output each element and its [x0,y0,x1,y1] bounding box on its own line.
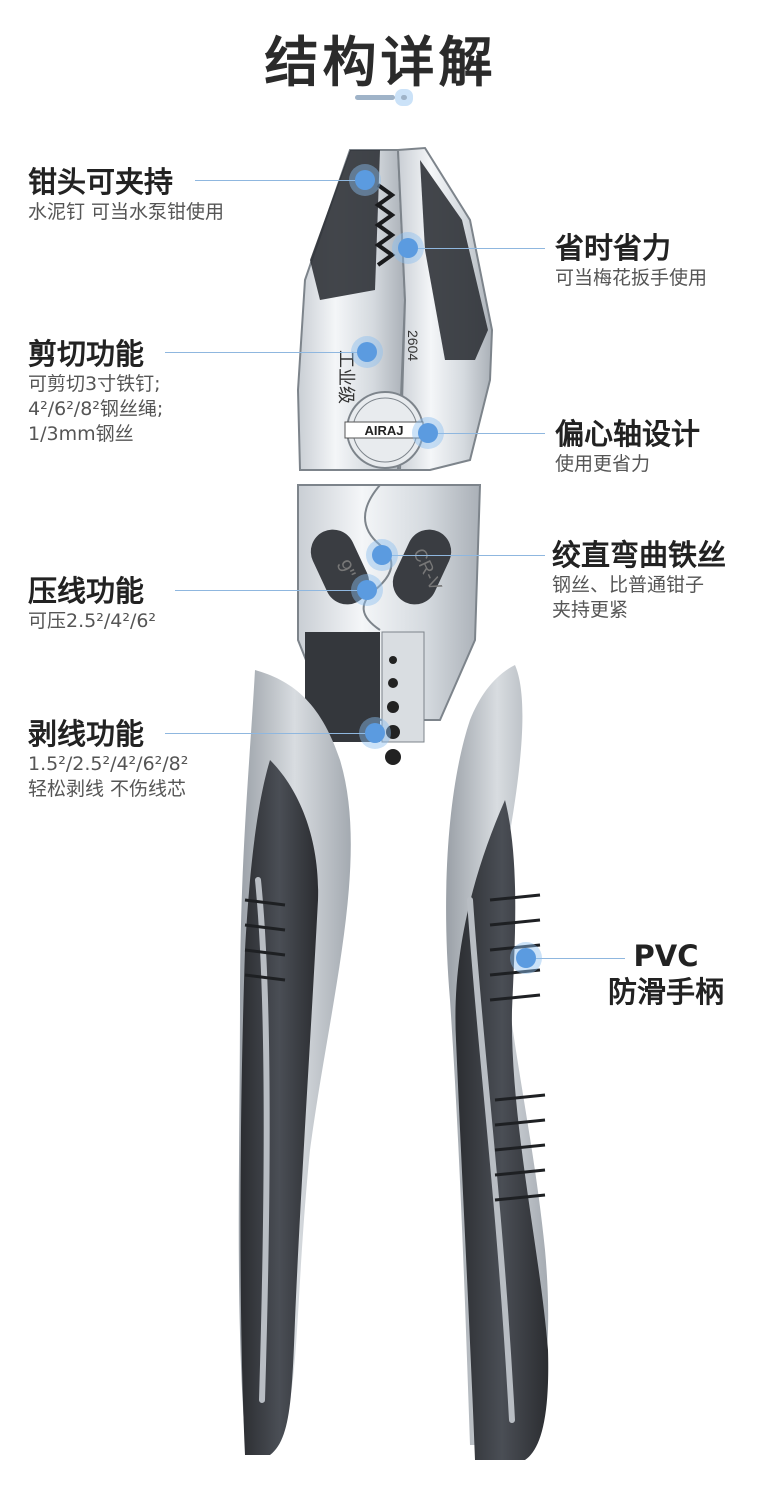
callout-cut: 剪切功能 可剪切3寸铁钉; 4²/6²/8²钢丝绳; 1/3mm钢丝 [28,336,163,447]
callout-dot-eccentric [418,423,438,443]
callout-heading: 省时省力 [555,231,672,265]
callout-desc: 可压2.5²/4²/6² [28,610,157,632]
title-underline [355,95,415,101]
callout-desc: 夹持更紧 [552,599,629,621]
callout-heading: 压线功能 [28,574,145,608]
callout-timesave: 省时省力 可当梅花扳手使用 [555,230,707,291]
callout-dot-crimp [357,580,377,600]
callout-desc: 可当梅花扳手使用 [555,267,708,289]
callout-dot-timesave [398,238,418,258]
callout-desc: 可剪切3寸铁钉; [28,373,161,395]
callout-heading-line2: 防滑手柄 [607,975,724,1009]
callout-heading: 剪切功能 [28,337,145,371]
callout-heading: 偏心轴设计 [555,417,701,451]
callout-line-strip [165,733,375,734]
callout-dot-strip [365,723,385,743]
brand-engraving: AIRAJ [364,423,403,438]
callout-desc: 水泥钉 可当水泵钳使用 [28,201,225,223]
right-handle-dark [455,800,549,1460]
callout-heading: 钳头可夹持 [28,165,174,199]
callout-line-handle [530,958,625,959]
model-engraving: 2604 [405,330,421,361]
page-title: 结构详解 [264,31,497,94]
callout-line-crimp [175,590,365,591]
callout-line-straighten [385,555,545,556]
callout-dot-handle [516,948,536,968]
callout-line-clamp [195,180,365,181]
grade-engraving: 工业级 [336,350,356,404]
callout-desc: 钢丝、比普通钳子 [552,574,705,596]
callout-desc: 4²/6²/8²钢丝绳; [28,398,164,420]
callout-heading: PVC [633,939,699,973]
callout-desc: 1/3mm钢丝 [28,423,134,445]
callout-heading: 绞直弯曲铁丝 [552,538,727,572]
callout-desc: 1.5²/2.5²/4²/6²/8² [28,753,189,775]
callout-dot-clamp [355,170,375,190]
callout-crimp: 压线功能 可压2.5²/4²/6² [28,573,156,634]
callout-desc: 使用更省力 [555,453,651,475]
callout-strip: 剥线功能 1.5²/2.5²/4²/6²/8² 轻松剥线 不伤线芯 [28,716,188,802]
callout-line-eccentric [430,433,545,434]
callout-heading: 剥线功能 [28,717,145,751]
callout-handle: PVC 防滑手柄 [596,938,736,1010]
callout-dot-cut [357,342,377,362]
callout-eccentric: 偏心轴设计 使用更省力 [555,416,700,477]
callout-desc: 轻松剥线 不伤线芯 [28,778,187,800]
callout-straighten: 绞直弯曲铁丝 钢丝、比普通钳子 夹持更紧 [552,537,726,623]
callout-line-timesave [412,248,545,249]
callout-dot-straighten [372,545,392,565]
callout-clamp: 钳头可夹持 水泥钉 可当水泵钳使用 [28,164,224,225]
callout-line-cut [165,352,365,353]
